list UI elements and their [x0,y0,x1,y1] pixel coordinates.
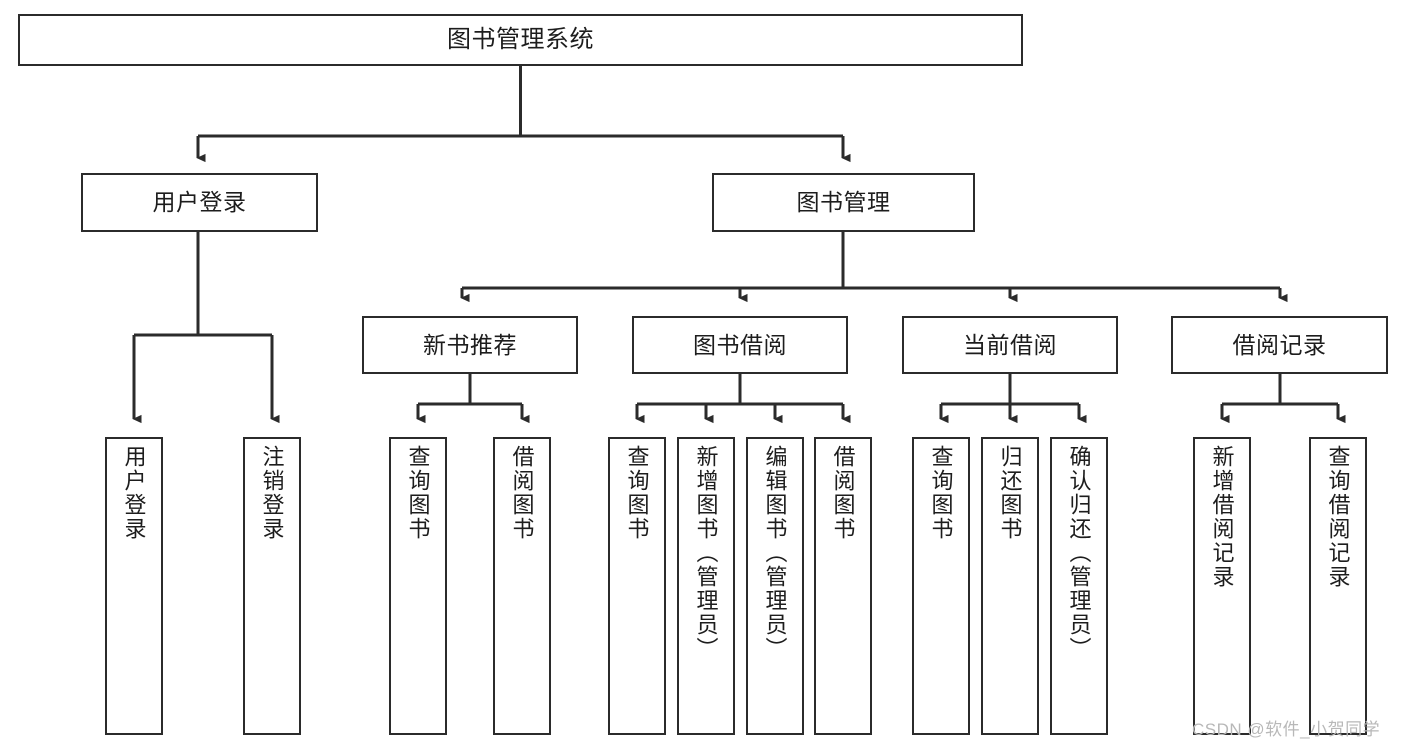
node-label: 新增图书（管理员） [693,445,719,661]
node-label: 借阅记录 [1232,331,1327,358]
node-label: 图书管理系统 [447,26,594,54]
node-label: 用户登录 [152,189,247,216]
node-borrow-record[interactable]: 借阅记录 [1171,316,1388,374]
node-label: 借阅图书 [830,445,856,541]
node-leaf-user-login[interactable]: 用户登录 [105,437,163,735]
connector-current-borrow-to-leaves [939,374,1087,424]
node-leaf-logout-login[interactable]: 注销登录 [243,437,301,735]
node-label: 查询借阅记录 [1325,445,1351,589]
node-leaf-add-borrow-record[interactable]: 新增借阅记录 [1193,437,1251,735]
node-root-book-management-system[interactable]: 图书管理系统 [18,14,1023,66]
node-label: 查询图书 [405,445,431,541]
connector-borrow-record-to-leaves [1220,374,1346,424]
connector-book-borrow-to-leaves [635,374,851,424]
node-label: 确认归还（管理员） [1066,445,1092,661]
connector-book-management-to-level2 [460,232,1288,303]
node-label: 归还图书 [997,445,1023,541]
node-leaf-borrow-book-recommend[interactable]: 借阅图书 [493,437,551,735]
node-label: 借阅图书 [509,445,535,541]
node-label: 图书借阅 [693,331,787,358]
node-book-management[interactable]: 图书管理 [712,173,975,232]
node-current-borrow[interactable]: 当前借阅 [902,316,1118,374]
node-leaf-return-book[interactable]: 归还图书 [981,437,1039,735]
node-book-borrow[interactable]: 图书借阅 [632,316,848,374]
connector-root-to-level1 [196,66,851,163]
node-leaf-borrow-book[interactable]: 借阅图书 [814,437,872,735]
node-leaf-query-book-recommend[interactable]: 查询图书 [389,437,447,735]
node-label: 查询图书 [624,445,650,541]
node-leaf-query-book-current[interactable]: 查询图书 [912,437,970,735]
connector-user-login-to-leaves [132,232,280,424]
node-label: 注销登录 [259,445,285,541]
node-label: 新增借阅记录 [1209,445,1235,589]
node-label: 用户登录 [121,445,147,541]
node-leaf-add-book-admin[interactable]: 新增图书（管理员） [677,437,735,735]
node-label: 编辑图书（管理员） [762,445,788,661]
node-label: 查询图书 [928,445,954,541]
node-user-login[interactable]: 用户登录 [81,173,318,232]
node-label: 图书管理 [796,189,891,216]
node-leaf-query-book-borrow[interactable]: 查询图书 [608,437,666,735]
node-leaf-query-borrow-record[interactable]: 查询借阅记录 [1309,437,1367,735]
connector-new-book-recommend-to-leaves [416,374,530,424]
node-label: 新书推荐 [423,331,517,358]
node-leaf-edit-book-admin[interactable]: 编辑图书（管理员） [746,437,804,735]
node-leaf-confirm-return-admin[interactable]: 确认归还（管理员） [1050,437,1108,735]
node-label: 当前借阅 [963,331,1057,358]
node-new-book-recommend[interactable]: 新书推荐 [362,316,578,374]
